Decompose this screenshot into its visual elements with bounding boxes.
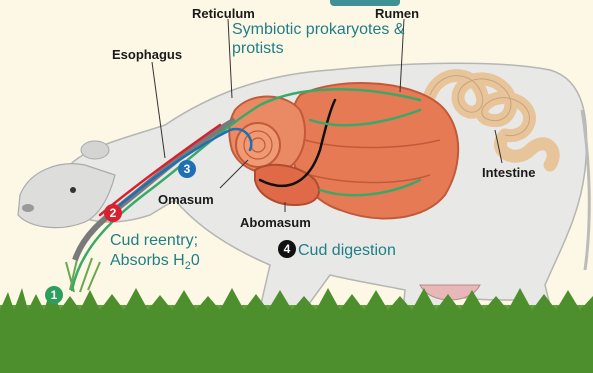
abomasum-label: Abomasum <box>240 216 311 229</box>
symbiotic-annotation-line2: protists <box>232 41 284 57</box>
absorbs-water-annotation: Absorbs H20 <box>110 253 200 272</box>
rumen-label: Rumen <box>375 7 419 20</box>
reticulum-label: Reticulum <box>192 7 255 20</box>
esophagus-label: Esophagus <box>112 48 182 61</box>
step-badge-1: 1 <box>45 286 63 304</box>
omasum-label: Omasum <box>158 193 214 206</box>
step-badge-4: 4 <box>278 240 296 258</box>
cud-reentry-annotation: Cud reentry; <box>110 233 198 249</box>
step-badge-3: 3 <box>178 160 196 178</box>
step-badge-2: 2 <box>104 204 122 222</box>
cud-digestion-annotation: Cud digestion <box>298 243 396 259</box>
symbiotic-annotation-line1: Symbiotic prokaryotes & <box>232 22 405 38</box>
intestine-label: Intestine <box>482 166 535 179</box>
